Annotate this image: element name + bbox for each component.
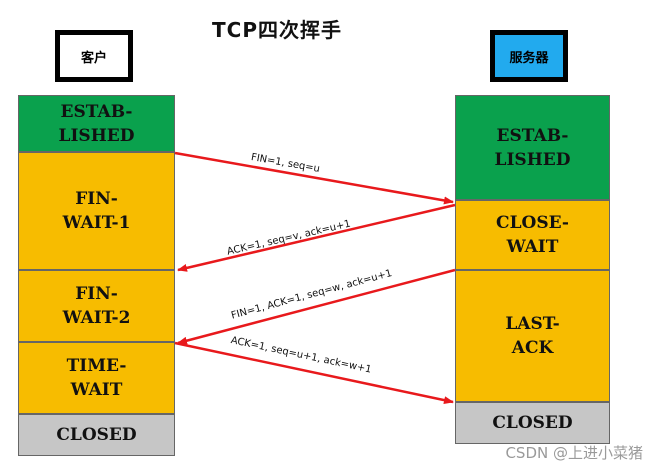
state-line1: CLOSE- [496, 213, 569, 233]
server-header: 服务器 [490, 30, 568, 82]
client-state-fin-wait-1: FIN- WAIT-1 [18, 152, 175, 270]
client-state-time-wait: TIME- WAIT [18, 342, 175, 414]
fin-arrow [174, 151, 454, 205]
state-line2: WAIT [506, 237, 559, 257]
state-line2: LISHED [494, 149, 571, 170]
server-state-established: ESTAB- LISHED [455, 95, 610, 200]
server-label: 服务器 [509, 50, 549, 66]
state-line1: LAST- [505, 314, 560, 334]
state-line2: WAIT [70, 380, 123, 400]
state-line1: CLOSED [492, 413, 573, 433]
ack-arrow [177, 203, 456, 272]
fin-ack-arrow [177, 268, 456, 345]
state-line2: ACK [511, 338, 554, 358]
state-line1: ESTAB- [60, 101, 133, 122]
server-state-closed: CLOSED [455, 402, 610, 444]
final-ack-arrow [174, 341, 454, 405]
state-line1: ESTAB- [496, 125, 569, 146]
client-header: 客户 [55, 30, 133, 82]
diagram-title: TCP四次挥手 [212, 18, 342, 42]
state-line2: WAIT-1 [62, 213, 131, 233]
state-line1: FIN- [75, 189, 118, 209]
state-line1: FIN- [75, 284, 118, 304]
watermark: CSDN @上进小菜猪 [505, 444, 643, 462]
client-state-fin-wait-2: FIN- WAIT-2 [18, 270, 175, 342]
state-line2: WAIT-2 [62, 308, 131, 328]
state-line1: TIME- [66, 356, 127, 376]
state-line2: LISHED [58, 125, 135, 146]
server-state-last-ack: LAST- ACK [455, 270, 610, 402]
client-state-closed: CLOSED [18, 414, 175, 456]
client-state-established: ESTAB- LISHED [18, 95, 175, 152]
server-state-close-wait: CLOSE- WAIT [455, 200, 610, 270]
client-label: 客户 [80, 50, 107, 66]
state-line1: CLOSED [56, 425, 137, 445]
